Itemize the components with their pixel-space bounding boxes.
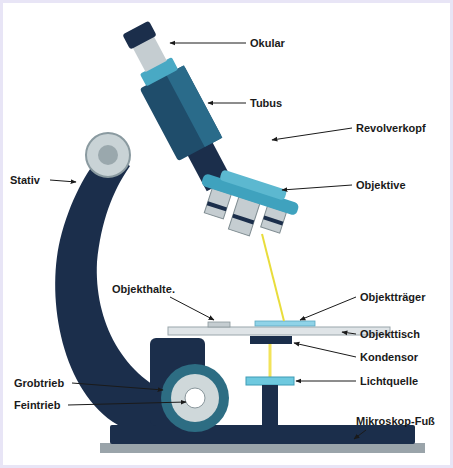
leader-line [300, 297, 356, 320]
part-label: Objektive [356, 178, 406, 192]
leader-line [296, 381, 356, 382]
leader-line [72, 383, 163, 390]
slide [255, 321, 315, 326]
leader-line [342, 332, 356, 334]
tube-side [166, 65, 222, 147]
leader-line [294, 343, 356, 357]
part-label: Lichtquelle [360, 374, 418, 388]
leader-line [50, 180, 76, 182]
part-label: Objekttisch [360, 327, 420, 341]
slide-clip [208, 322, 230, 327]
part-label: Revolverkopf [356, 121, 426, 135]
objective-band [263, 215, 283, 225]
part-label: Mikroskop-Fuß [356, 414, 435, 428]
part-label: Stativ [10, 173, 40, 187]
objective-band [232, 214, 254, 225]
leader-line [68, 402, 186, 405]
light-source [246, 377, 294, 385]
knob-center [185, 388, 205, 408]
leader-line [170, 43, 246, 44]
part-label: Tubus [250, 96, 282, 110]
microscope-foot [110, 425, 415, 444]
leader-line [208, 103, 246, 104]
stage [168, 327, 390, 335]
part-label: Objekthalte. [112, 282, 175, 296]
fine-knob [171, 374, 219, 422]
part-label: Feintrieb [14, 398, 60, 412]
part-label: Kondensor [360, 350, 418, 364]
arm-joint [86, 133, 130, 177]
foot-plate [100, 443, 425, 453]
panel [3, 3, 450, 465]
light-beam [262, 234, 284, 321]
coarse-knob [161, 364, 229, 432]
condenser [250, 336, 292, 344]
light-beam [269, 344, 272, 377]
arm-joint-center [98, 145, 118, 165]
leader-line [282, 185, 352, 190]
objective-band [207, 201, 227, 211]
leader-line [354, 430, 366, 439]
lamp-post [262, 385, 278, 425]
eyepiece-top [122, 21, 156, 50]
part-label: Objektträger [360, 290, 425, 304]
part-label: Okular [250, 36, 285, 50]
leader-line [272, 128, 352, 140]
part-label: Grobtrieb [14, 376, 64, 390]
nosepiece-top [219, 169, 287, 200]
leader-line [170, 297, 214, 320]
